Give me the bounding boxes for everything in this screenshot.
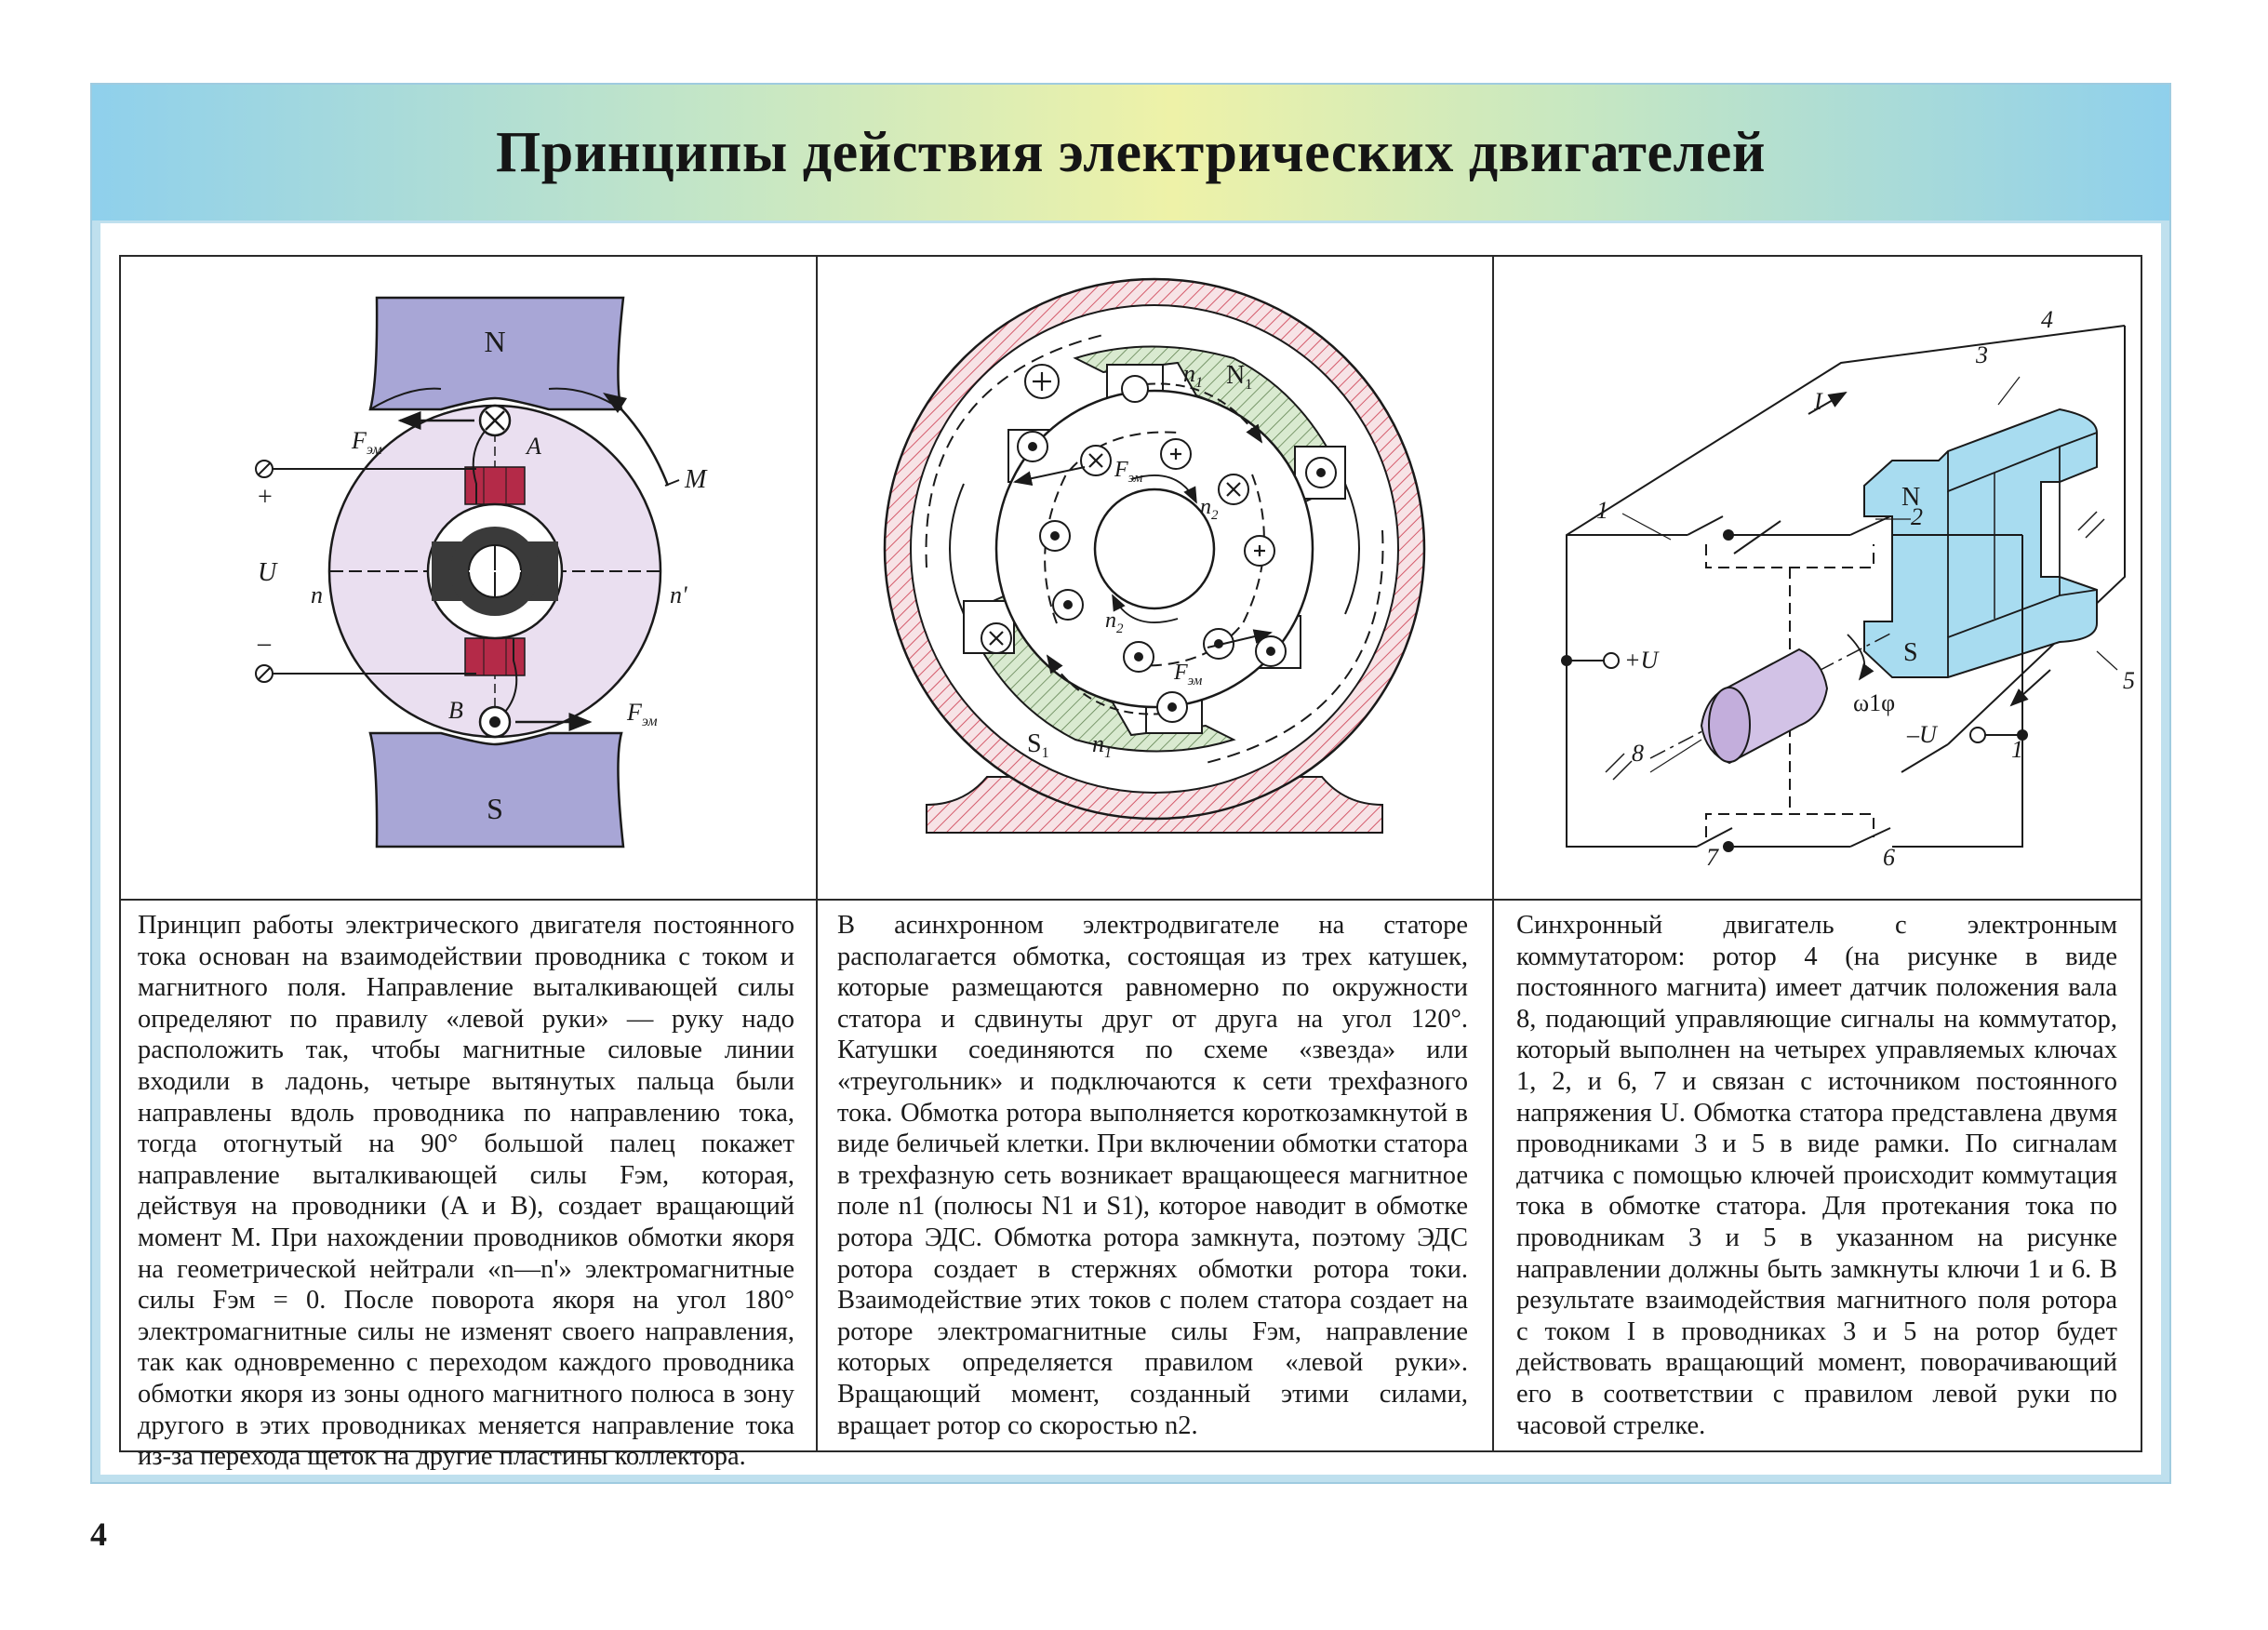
minus-u-label: –U xyxy=(1906,721,1939,748)
n1-top-label: n1 xyxy=(1183,360,1203,391)
current-i-label: I xyxy=(1813,388,1823,415)
pole-n-label: N xyxy=(484,325,505,358)
conductor-5-label: 5 xyxy=(2123,667,2134,694)
minus-label: – xyxy=(257,629,272,658)
neutral-n-prime-label: n' xyxy=(670,581,687,608)
n1-bottom-label: n1 xyxy=(1092,730,1112,761)
key-1-label: 1 xyxy=(1596,497,1608,524)
row-divider xyxy=(119,899,2142,901)
force-top-label: Fэм xyxy=(1114,458,1143,486)
sync-motor-figure: 1 2 3 4 5 6 7 8 1 I +U –U ω1φ N S xyxy=(1501,270,2134,888)
dc-motor-figure: N S A B M n n' U + – Fэм Fэм xyxy=(130,270,807,888)
neutral-n-label: n xyxy=(311,581,323,608)
conductor-a-label: A xyxy=(525,433,541,460)
sync-motor-description: Синхронный двигатель с электронным комму… xyxy=(1516,910,2117,1441)
dc-motor-description: Принцип работы электрического двигателя … xyxy=(138,910,794,1473)
voltage-u-label: U xyxy=(258,558,278,587)
magnet-s-label: S xyxy=(1903,638,1918,667)
n2-upper-label: n2 xyxy=(1200,495,1219,523)
force-top-label: Fэм xyxy=(351,427,382,458)
title-band xyxy=(92,85,2169,220)
pole-s-label: S xyxy=(487,792,503,825)
pole-n1-label: N1 xyxy=(1226,361,1252,393)
conductor-3-label: 3 xyxy=(1975,341,1988,368)
key-2-label: 2 xyxy=(1911,503,1923,530)
rotor-4-label: 4 xyxy=(2041,306,2053,333)
n2-lower-label: n2 xyxy=(1105,608,1124,636)
conductor-1-label: 1 xyxy=(2011,736,2023,763)
async-motor-figure: n1 N1 S1 n1 n2 n2 Fэм Fэм xyxy=(824,270,1485,888)
magnet-n-label: N xyxy=(1901,483,1920,512)
page-number: 4 xyxy=(90,1516,107,1553)
plus-u-label: +U xyxy=(1624,647,1661,674)
pole-s1-label: S1 xyxy=(1027,729,1049,761)
column-divider-1 xyxy=(816,255,818,1452)
key-7-label: 7 xyxy=(1706,844,1719,871)
force-bottom-label: Fэм xyxy=(626,699,658,729)
sensor-8-label: 8 xyxy=(1632,740,1644,767)
force-bottom-label: Fэм xyxy=(1173,661,1203,688)
plus-label: + xyxy=(258,483,273,512)
moment-m-label: M xyxy=(684,465,708,494)
sync-motor-text: Синхронный двигатель с электронным комму… xyxy=(1516,911,2117,1440)
async-motor-text: В асинхронном электродвигателе на статор… xyxy=(837,911,1468,1440)
dc-motor-text: Принцип работы электрического двигателя … xyxy=(138,911,794,1472)
panel-grid xyxy=(119,255,2142,1452)
column-divider-2 xyxy=(1492,255,1494,1452)
omega-label: ω1φ xyxy=(1853,689,1895,716)
conductor-b-label: B xyxy=(448,697,463,724)
key-6-label: 6 xyxy=(1883,844,1895,871)
async-motor-description: В асинхронном электродвигателе на статор… xyxy=(837,910,1468,1441)
page-title: Принципы действия электрических двигател… xyxy=(496,120,1766,184)
